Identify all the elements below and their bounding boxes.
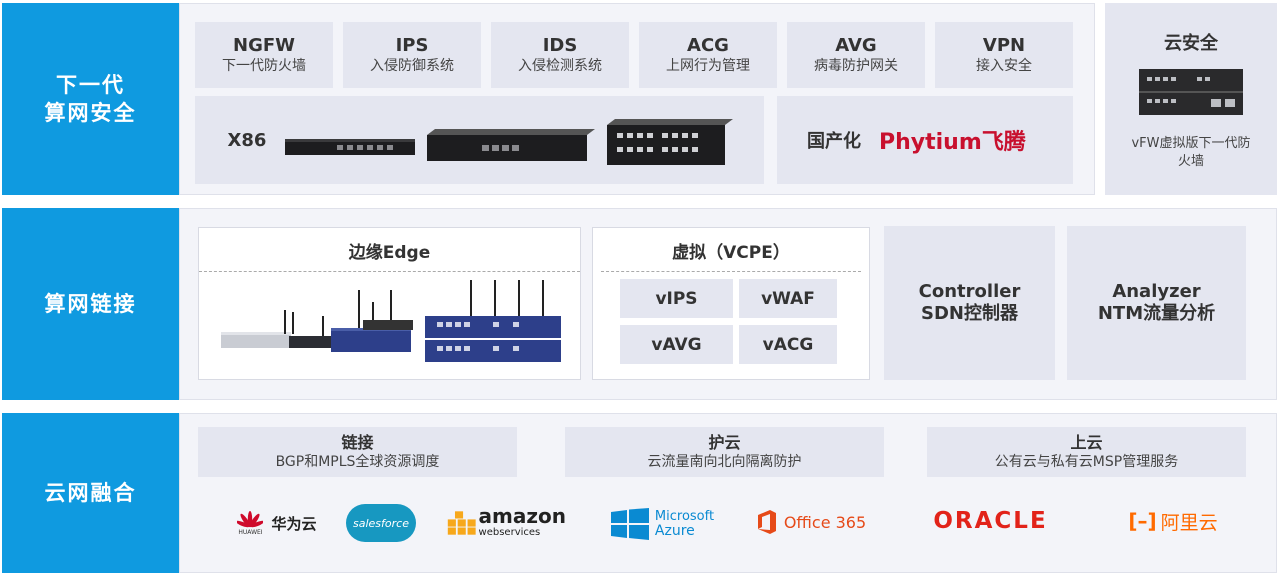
bar-link-title: 链接 (341, 433, 374, 452)
bar-protect-title: 护云 (708, 433, 741, 452)
phytium-cn: 飞腾 (981, 130, 1026, 155)
huawei-mark: HUAWEI (238, 528, 263, 536)
amazon-text: amazon (478, 504, 566, 528)
security-tile-title: ACG (687, 35, 729, 56)
aliyun-bracket-icon: [–] (1128, 509, 1157, 533)
azure-text: Azure (654, 523, 695, 539)
appliance-images (285, 119, 733, 165)
bar-to-cloud-title: 上云 (1070, 433, 1103, 452)
security-tile-subtitle: 入侵检测系统 (518, 58, 602, 74)
vfw-appliance-image (1139, 69, 1243, 115)
edge-title: 边缘Edge (348, 243, 431, 263)
security-tile-subtitle: 接入安全 (976, 58, 1032, 74)
salesforce-logo: salesforce (345, 502, 417, 544)
row-label-compute-network-link: 算网链接 (2, 208, 179, 400)
office-icon (757, 510, 776, 534)
windows-icon (610, 508, 649, 540)
bar-to-cloud-sub: 公有云与私有云MSP管理服务 (994, 454, 1179, 470)
security-tile-subtitle: 病毒防护网关 (814, 58, 898, 74)
microsoft-text: Microsoft (654, 509, 715, 524)
security-tile-title: IDS (542, 35, 578, 56)
aws-cubes-icon (447, 511, 476, 535)
security-tile-subtitle: 上网行为管理 (666, 58, 750, 74)
controller-subtitle: SDN控制器 (921, 303, 1018, 324)
row-label-line2: 算网安全 (44, 101, 137, 125)
security-tile-title: VPN (982, 35, 1026, 56)
cloud-security-title: 云安全 (1164, 33, 1218, 54)
huawei-petal-icon (237, 510, 264, 527)
salesforce-text: salesforce (353, 516, 409, 530)
vcpe-divider (601, 271, 861, 272)
office365-text: Office 365 (783, 512, 867, 532)
vwaf-tile: vWAF (739, 279, 837, 318)
security-tile-ngfw: NGFW 下一代防火墙 (195, 22, 333, 88)
security-tile-avg: AVG 病毒防护网关 (787, 22, 925, 88)
row-label-next-gen-security: 下一代 算网安全 (2, 3, 179, 195)
security-tile-subtitle: 下一代防火墙 (222, 58, 306, 74)
phytium-logo: Phytium飞腾 (879, 124, 1026, 156)
analyzer-subtitle: NTM流量分析 (1097, 303, 1216, 324)
controller-title: Controller (918, 281, 1021, 302)
aws-logo: amazon webservices (446, 503, 566, 543)
x86-label: X86 (227, 129, 267, 151)
vavg-tile: vAVG (620, 325, 733, 364)
office365-logo: Office 365 (748, 506, 874, 538)
bar-to-cloud: 上云 公有云与私有云MSP管理服务 (927, 427, 1246, 477)
analyzer-title: Analyzer (1112, 281, 1201, 302)
security-tile-title: AVG (835, 35, 877, 56)
security-tile-ids: IDS 入侵检测系统 (491, 22, 629, 88)
x86-hardware-box: X86 (195, 96, 764, 184)
huawei-cloud-name: 华为云 (271, 514, 317, 533)
cloud-security-caption: vFW虚拟版下一代防火墙 (1131, 136, 1251, 169)
cloud-security-box: 云安全 vFW虚拟版下一代防火墙 (1105, 3, 1277, 195)
security-tile-subtitle: 入侵防御系统 (370, 58, 454, 74)
bar-link: 链接 BGP和MPLS全球资源调度 (198, 427, 517, 477)
row-label-cloud-network-fusion: 云网融合 (2, 413, 179, 573)
security-tile-acg: ACG 上网行为管理 (639, 22, 777, 88)
security-tile-title: IPS (395, 35, 429, 56)
oracle-text: ORACLE (933, 508, 1048, 534)
phytium-brand: Phytium (879, 130, 982, 155)
webservices-text: webservices (478, 527, 541, 538)
bar-protect-cloud: 护云 云流量南向北向隔离防护 (565, 427, 884, 477)
vacg-tile: vACG (739, 325, 837, 364)
edge-box: 边缘Edge (198, 227, 581, 380)
security-tile-title: NGFW (233, 35, 295, 56)
security-tile-vpn: VPN 接入安全 (935, 22, 1073, 88)
bar-link-sub: BGP和MPLS全球资源调度 (275, 454, 440, 470)
huawei-cloud-logo: HUAWEI 华为云 (222, 503, 332, 543)
row-label-line1: 下一代 (56, 73, 125, 97)
analyzer-box: Analyzer NTM流量分析 (1067, 226, 1246, 380)
bar-protect-sub: 云流量南向北向隔离防护 (647, 454, 802, 470)
vips-tile: vIPS (620, 279, 733, 318)
vcpe-title: 虚拟（VCPE） (672, 243, 790, 263)
security-tile-ips: IPS 入侵防御系统 (343, 22, 481, 88)
edge-devices-image (221, 280, 561, 362)
aliyun-text: 阿里云 (1160, 511, 1218, 534)
controller-box: Controller SDN控制器 (884, 226, 1055, 380)
domestic-hardware-box: 国产化 Phytium飞腾 (777, 96, 1073, 184)
domestic-label: 国产化 (807, 131, 861, 152)
edge-divider (199, 271, 580, 272)
azure-logo: Microsoft Azure (600, 505, 725, 543)
oracle-logo: ORACLE (903, 504, 1078, 538)
aliyun-logo: [–] 阿里云 (1118, 504, 1228, 538)
